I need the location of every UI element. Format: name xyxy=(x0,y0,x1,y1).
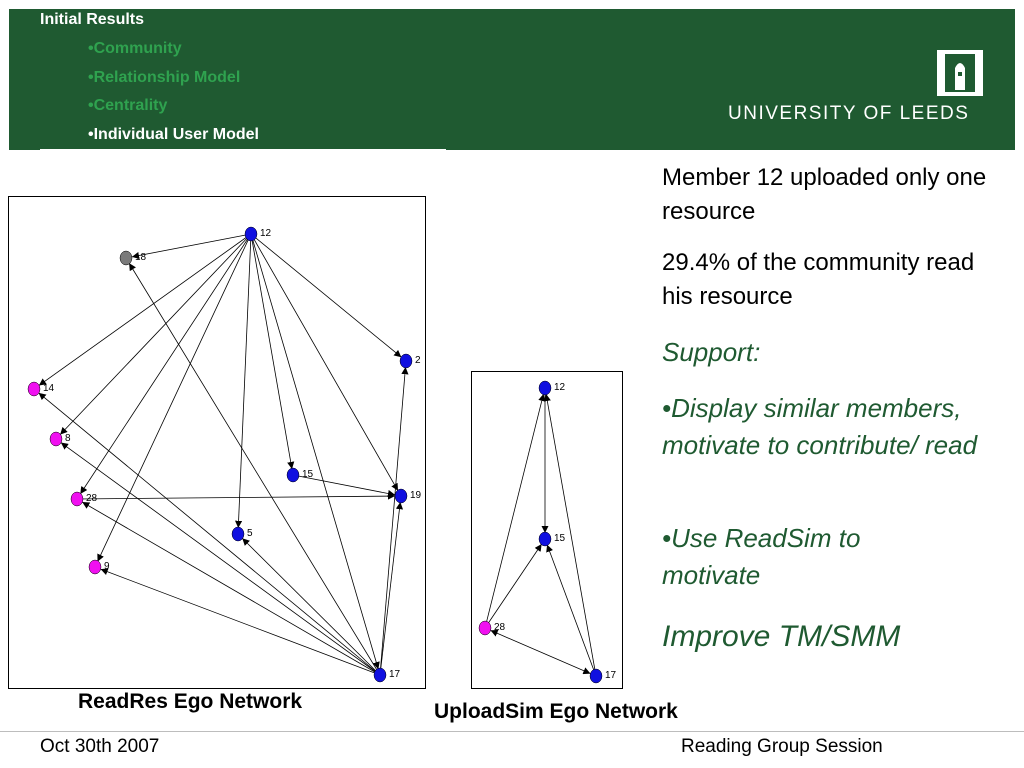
readres-node-28 xyxy=(70,491,84,507)
uploadsim-network-graph: 12 15 28 17 xyxy=(478,380,617,684)
readres-node-8 xyxy=(49,431,63,447)
readres-node-label-15: 15 xyxy=(302,469,314,480)
readres-edge-17-5 xyxy=(241,537,381,676)
readres-edge-12-17 xyxy=(250,233,380,670)
uploadsim-node-17 xyxy=(589,668,603,684)
readres-node-19 xyxy=(394,488,408,504)
readres-node-label-28: 28 xyxy=(86,493,98,504)
bullet-use-readsim: •Use ReadSim to motivate xyxy=(662,523,861,590)
readres-edge-12-15 xyxy=(250,233,295,470)
readres-edge-17-8 xyxy=(60,442,381,676)
readres-edge-17-14 xyxy=(38,392,381,676)
uploadsim-node-label-28: 28 xyxy=(494,622,506,633)
readres-edge-12-18 xyxy=(131,233,252,260)
readres-edge-17-2 xyxy=(379,366,409,676)
university-name: UNIVERSITY OF LEEDS xyxy=(728,103,970,124)
readres-caption: ReadRes Ego Network xyxy=(78,690,303,713)
readres-edge-28-19 xyxy=(76,492,396,500)
uploadsim-edge-17-15 xyxy=(546,544,597,677)
improve-text: Improve TM/SMM xyxy=(662,620,901,653)
uploadsim-node-label-12: 12 xyxy=(554,382,566,393)
readres-node-18 xyxy=(119,250,133,266)
readres-edge-12-19 xyxy=(250,233,399,491)
readres-edge-17-18 xyxy=(128,262,381,676)
readres-edge-17-19 xyxy=(379,501,404,676)
member-upload-text: Member 12 uploaded only one resource xyxy=(662,164,987,225)
nav-item-individual-user-model[interactable]: •Individual User Model xyxy=(88,126,259,143)
readres-node-15 xyxy=(286,467,300,483)
readres-node-14 xyxy=(27,381,41,397)
readres-edge-12-8 xyxy=(59,233,252,435)
support-heading: Support: xyxy=(662,337,761,367)
uploadsim-node-label-15: 15 xyxy=(554,533,566,544)
footer-divider xyxy=(0,731,1024,732)
university-crest-icon xyxy=(937,50,983,96)
nav-item-centrality[interactable]: •Centrality xyxy=(88,97,168,114)
readres-node-label-12: 12 xyxy=(260,228,272,239)
readres-edge-12-28 xyxy=(79,233,252,495)
readres-node-label-19: 19 xyxy=(410,490,422,501)
footer-date: Oct 30th 2007 xyxy=(40,736,160,757)
uploadsim-edge-28-12 xyxy=(484,393,546,629)
readres-node-17 xyxy=(373,667,387,683)
uploadsim-caption: UploadSim Ego Network xyxy=(434,700,678,723)
readres-network-graph: 12 18 14 8 28 9 2 15 19 5 17 xyxy=(27,226,422,683)
uploadsim-edge-17-12 xyxy=(543,393,597,677)
bullet-display-similar: •Display similar members, motivate to co… xyxy=(662,393,978,460)
readres-node-9 xyxy=(88,559,102,575)
readres-edge-12-2 xyxy=(250,233,402,358)
readres-node-12 xyxy=(244,226,258,242)
readres-node-label-9: 9 xyxy=(104,561,110,572)
readres-edge-17-28 xyxy=(81,501,381,676)
readres-edge-12-9 xyxy=(97,233,252,562)
uploadsim-network-panel: 12 15 28 17 xyxy=(471,371,623,689)
readres-edge-12-14 xyxy=(38,233,252,386)
community-read-text: 29.4% of the community read his resource xyxy=(662,249,975,310)
readres-node-label-18: 18 xyxy=(135,252,147,263)
readres-edge-12-5 xyxy=(234,233,252,529)
readres-node-label-8: 8 xyxy=(65,433,71,444)
uploadsim-edge-28-17 xyxy=(490,629,591,675)
uploadsim-edge-28-15 xyxy=(484,543,542,629)
header-banner xyxy=(9,9,1015,150)
footer-session: Reading Group Session xyxy=(681,736,883,757)
readres-node-label-14: 14 xyxy=(43,383,55,394)
section-title: Initial Results xyxy=(40,11,145,28)
header-divider xyxy=(40,149,446,151)
readres-edge-15-19 xyxy=(292,474,396,498)
uploadsim-node-28 xyxy=(478,620,492,636)
nav-item-relationship-model[interactable]: •Relationship Model xyxy=(88,69,241,86)
readres-network-panel: 12 18 14 8 28 9 2 15 19 5 17 xyxy=(8,196,426,689)
uploadsim-node-label-17: 17 xyxy=(605,670,617,681)
nav-item-community[interactable]: •Community xyxy=(88,40,182,57)
readres-node-5 xyxy=(231,526,245,542)
readres-edge-17-9 xyxy=(100,568,381,676)
uploadsim-node-12 xyxy=(538,380,552,396)
readres-node-label-5: 5 xyxy=(247,528,253,539)
readres-node-label-17: 17 xyxy=(389,669,401,680)
uploadsim-node-15 xyxy=(538,531,552,547)
readres-node-2 xyxy=(399,353,413,369)
readres-node-label-2: 2 xyxy=(415,355,421,366)
